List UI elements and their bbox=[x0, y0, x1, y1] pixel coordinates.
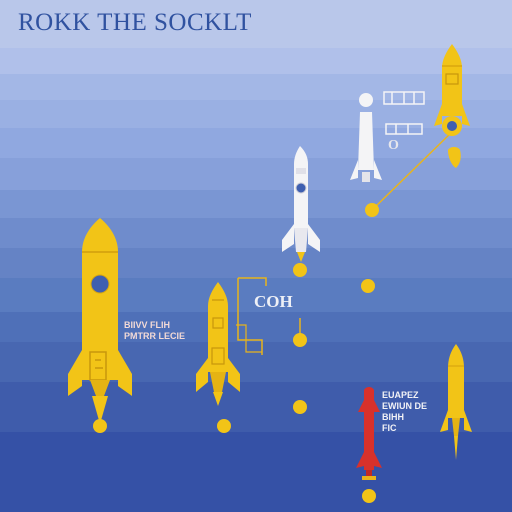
yellow-rocket-icon bbox=[440, 344, 472, 460]
center-label: COH bbox=[254, 292, 293, 311]
white-rocket-icon bbox=[350, 91, 425, 182]
trajectory-lines bbox=[237, 129, 455, 355]
page-title: ROKK THE SOCKLT bbox=[18, 9, 252, 36]
left-label: BIIVV FLIH PMTRR LECIE bbox=[124, 320, 186, 341]
red-rocket-icon bbox=[356, 387, 382, 503]
yellow-rocket-icon bbox=[196, 282, 262, 406]
yellow-rocket-icon bbox=[68, 218, 132, 424]
white-rocket-icon bbox=[282, 146, 320, 262]
right-label: EUAPEZ EWIUN DE BIHH FIC bbox=[382, 390, 427, 433]
yellow-dot-icon bbox=[93, 203, 379, 433]
small-white-label: O bbox=[388, 138, 399, 153]
yellow-rocket-icon bbox=[434, 44, 470, 168]
